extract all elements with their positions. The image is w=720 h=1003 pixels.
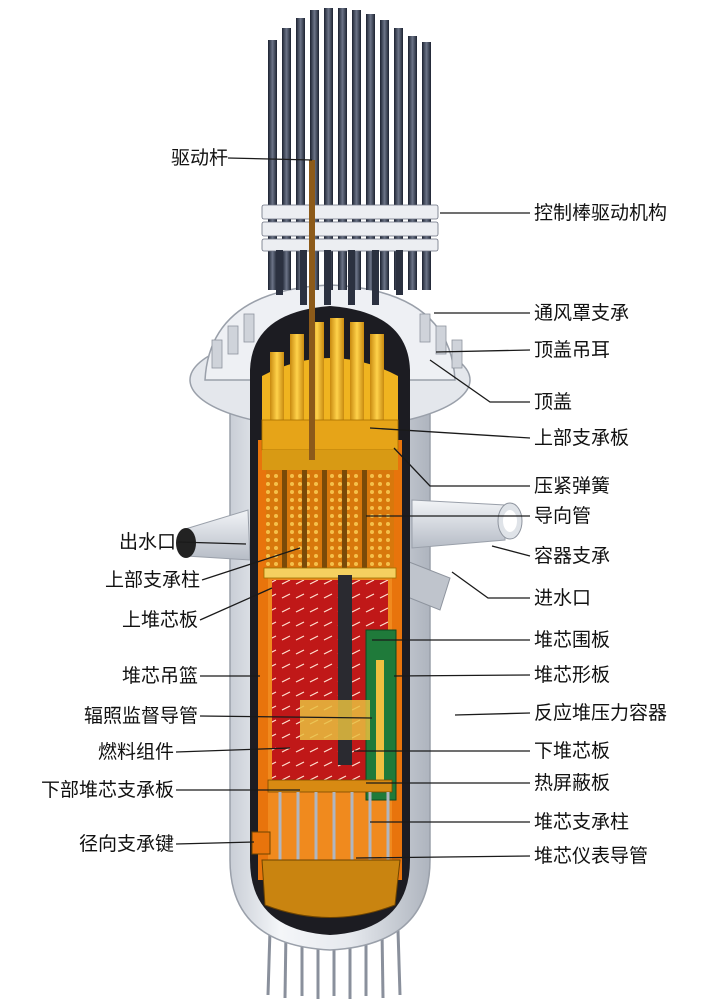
label-vessel-support: 容器支承 [534,545,611,567]
label-holddown-spring: 压紧弹簧 [534,475,611,497]
label-lower-core-support-plate: 下部堆芯支承板 [40,779,174,801]
guide-tubes-top [270,318,384,432]
label-closure-head: 顶盖 [534,391,573,413]
label-shroud-support: 通风罩支承 [534,302,630,324]
label-upper-core-plate: 上堆芯板 [121,609,198,631]
label-control-rod-drive-mechanism: 控制棒驱动机构 [534,202,668,224]
leader-lines [175,157,531,859]
upper-core-plate [263,567,397,579]
label-core-former: 堆芯形板 [534,664,611,686]
lower-core-plate [267,779,393,793]
core-support-columns [278,792,390,860]
upper-plenum [266,470,394,570]
label-core-support-column: 堆芯支承柱 [534,811,630,833]
label-irradiation-surveillance-tube: 辐照监督导管 [83,705,198,727]
label-core-instrument-tube: 堆芯仪表导管 [534,845,649,867]
crdm-lower-rods [276,250,403,305]
surveillance-tube [376,660,384,780]
head-studs [211,313,463,369]
label-outlet-nozzle: 出水口 [118,531,176,553]
label-fuel-assembly: 燃料组件 [97,741,174,763]
label-head-lifting-lug: 顶盖吊耳 [534,339,611,361]
crdm-latch-housings [261,204,439,252]
label-core-barrel: 堆芯吊篮 [121,665,198,687]
label-upper-support-plate: 上部支承板 [534,427,630,449]
label-radial-support-key: 径向支承键 [78,833,174,855]
label-reactor-pressure-vessel: 反应堆压力容器 [534,702,668,724]
label-thermal-shield: 热屏蔽板 [534,772,611,794]
lower-core-support-plate [261,859,401,918]
label-upper-support-column: 上部支承柱 [104,569,200,591]
label-drive-rod: 驱动杆 [170,147,228,169]
outlet-nozzle [176,509,251,561]
label-lower-core-plate: 下堆芯板 [534,740,611,762]
drive-rod [309,160,315,460]
label-inlet-nozzle: 进水口 [534,587,592,609]
label-guide-tube: 导向管 [534,505,592,527]
label-core-baffle: 堆芯围板 [534,629,611,651]
upper-support-columns [282,470,367,570]
radial-support-key [251,831,271,855]
